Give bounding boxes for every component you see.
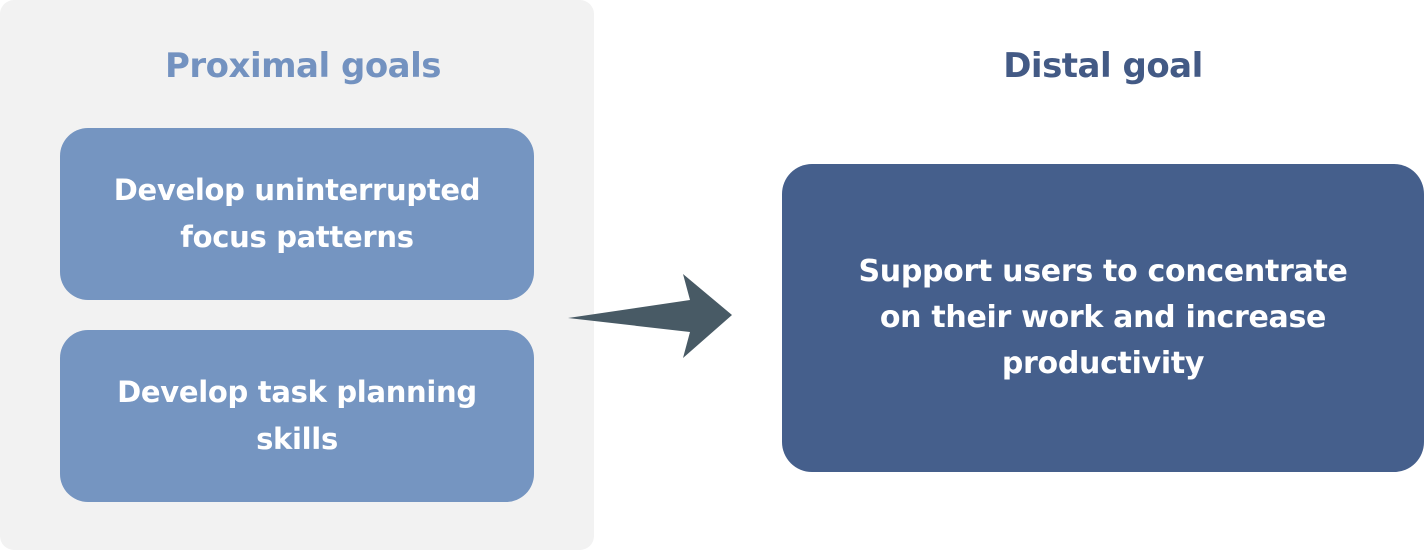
proximal-goals-heading: Proximal goals xyxy=(164,46,442,86)
distal-goal-heading: Distal goal xyxy=(1003,46,1203,86)
arrow-shape xyxy=(568,274,732,358)
right-arrow-icon xyxy=(568,274,732,358)
proximal-goal-focus-patterns: Develop uninterrupted focus patterns xyxy=(60,128,534,300)
distal-goal-box: Support users to concentrate on their wo… xyxy=(782,164,1424,472)
proximal-goal-task-planning: Develop task planning skills xyxy=(60,330,534,502)
